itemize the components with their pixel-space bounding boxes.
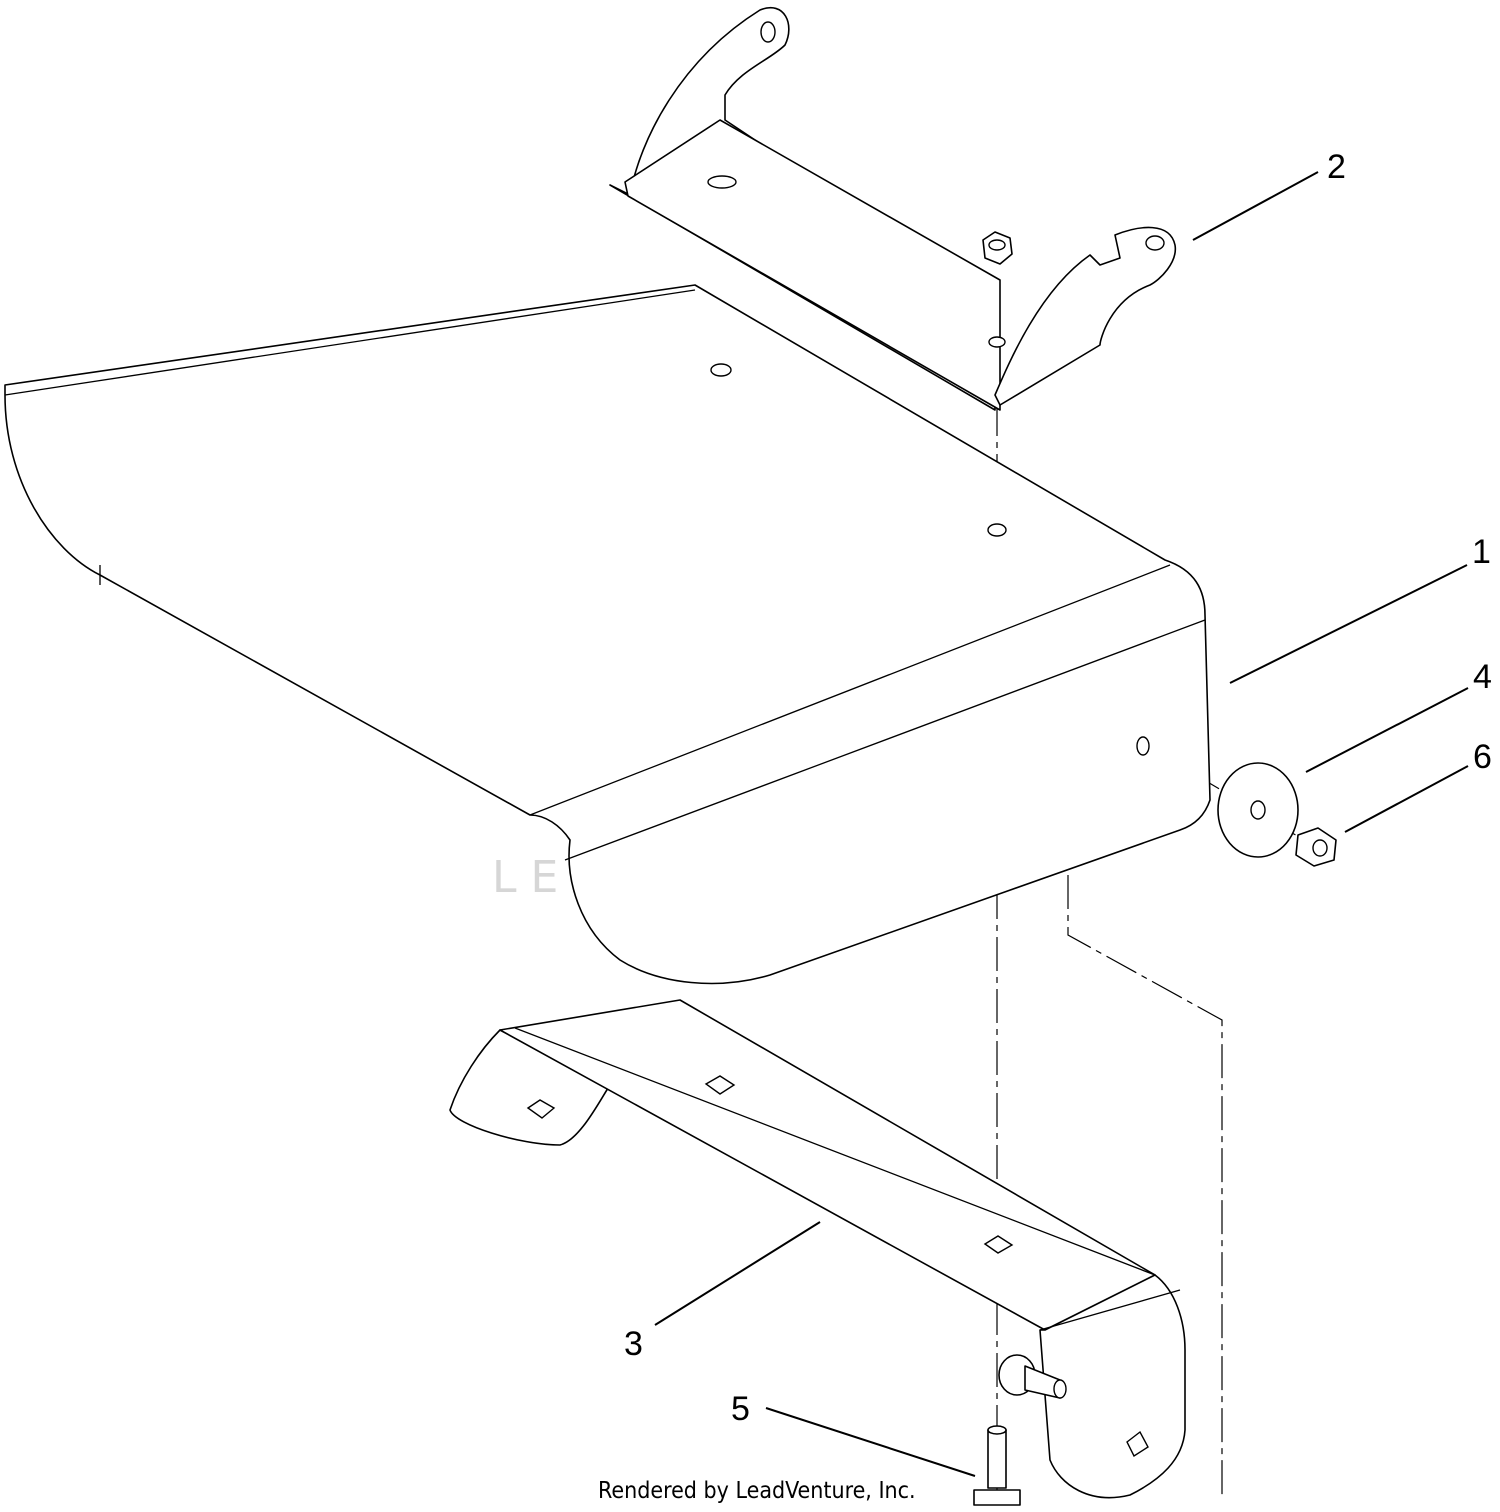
callout-3: 3 [624,1325,643,1363]
upper-nut [982,231,1013,265]
main-plate [4,284,1211,985]
washer [1217,762,1299,858]
slot-hole [707,175,737,189]
callout-6: 6 [1473,738,1492,776]
side-bolt [998,1354,1067,1399]
callout-1: 1 [1472,533,1491,571]
lock-nut [1295,827,1337,867]
lower-bracket [449,999,1186,1499]
callout-5: 5 [731,1390,750,1428]
upper-bracket [609,7,1176,411]
leader-lines [654,171,1469,1477]
callout-2: 2 [1327,148,1346,186]
credit-text: Rendered by LeadVenture, Inc. [598,1478,916,1504]
callout-4: 4 [1473,658,1492,696]
bolt [973,1425,1021,1506]
